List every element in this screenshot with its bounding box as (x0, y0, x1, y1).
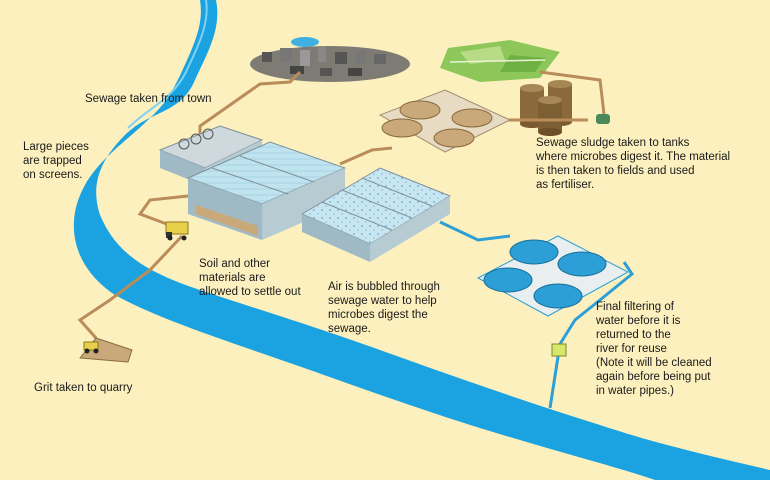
label-sludge: Sewage sludge taken to tanks where micro… (536, 137, 731, 191)
label-final-filtering: Final filtering of water before it is re… (596, 301, 712, 397)
town-icon (250, 37, 410, 82)
label-grit: Grit taken to quarry (34, 382, 133, 394)
label-soil: Soil and other materials are allowed to … (199, 258, 301, 298)
aeration-tanks (300, 167, 452, 262)
settling-to-digester-pipe (339, 146, 393, 166)
label-air: Air is bubbled through sewage water to h… (328, 281, 440, 335)
town-to-screens-pipe (198, 70, 302, 138)
sludge-tanks-icon (520, 80, 610, 136)
settling-tanks (186, 141, 347, 240)
quarry-icon (79, 337, 133, 363)
soil-to-truck-pipe (137, 194, 189, 228)
fields-icon (440, 40, 560, 82)
river (73, 0, 770, 480)
grit-to-quarry-path (77, 234, 184, 339)
final-filter-beds (476, 235, 630, 317)
label-sewage-from-town: Sewage taken from town (85, 93, 212, 105)
valve-icon (551, 343, 567, 357)
aeration-to-filter-pipe (439, 220, 511, 242)
truck-icon (165, 221, 189, 241)
sludge-digesters (378, 89, 512, 153)
label-large-pieces: Large pieces are trapped on screens. (23, 141, 89, 181)
sludge-to-fields-pipe (539, 70, 606, 115)
